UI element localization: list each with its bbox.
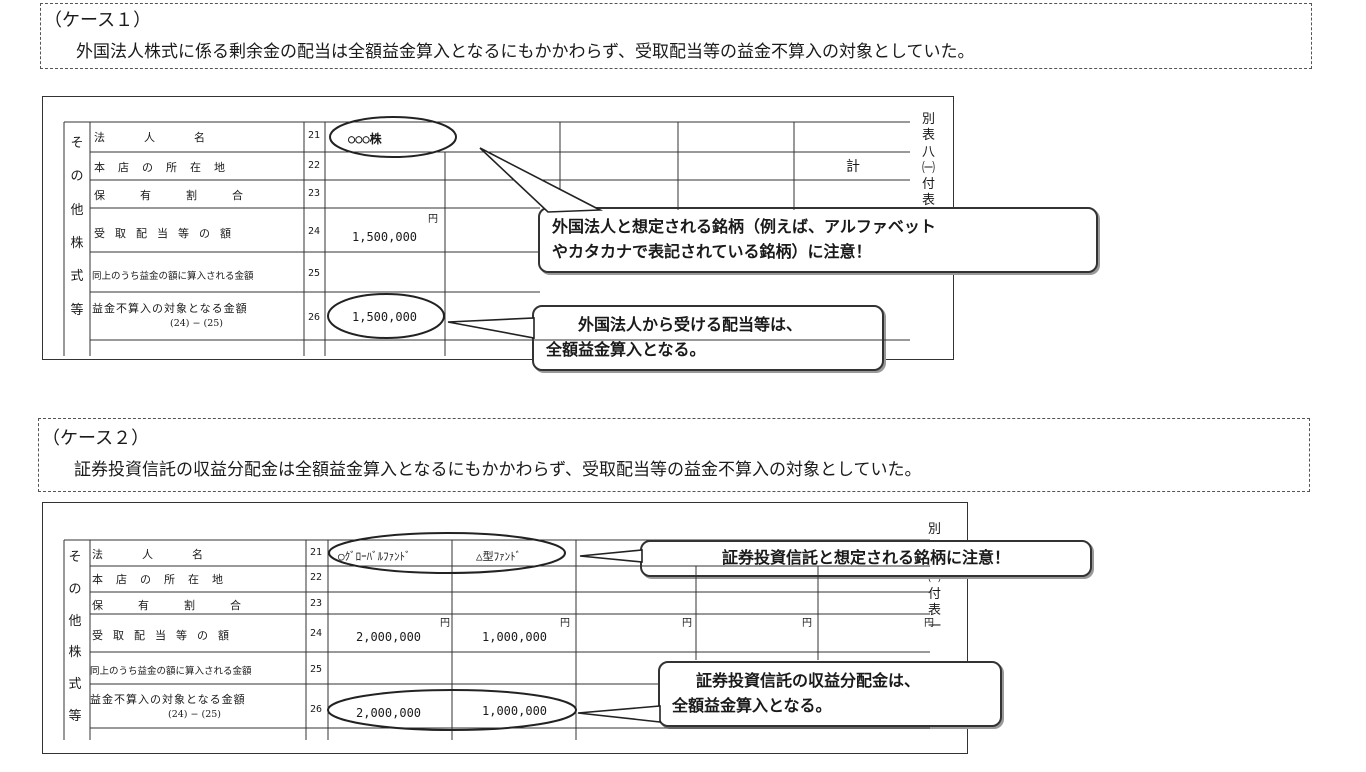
case2-row-label-25: 同上のうち益金の額に算入される金額: [90, 666, 252, 677]
case1-line-no-23: 23: [308, 188, 321, 199]
case2-exclusion1-value: 2,000,000: [356, 706, 422, 720]
case1-row-label-22: 本店の所在地: [94, 161, 238, 174]
case1-line-no-24: 24: [308, 226, 321, 237]
case2-name2-value: △型ﾌｧﾝﾄﾞ: [476, 550, 522, 563]
case2-dividend1-value: 2,000,000: [356, 630, 422, 644]
case2-exclusion2-value: 1,000,000: [482, 704, 548, 718]
case1-dividend-value: 1,500,000: [352, 230, 418, 244]
case2-line-no-25: 25: [310, 664, 323, 675]
case2-callout-full-inclusion: 証券投資信託の収益分配金は、 全額益金算入となる。: [658, 661, 1002, 727]
case1-yen-label: 円: [428, 214, 438, 225]
case1-line-no-21: 21: [308, 130, 321, 141]
case2-row-label-24: 受取配当等の額: [92, 629, 239, 642]
case1-total-label: 計: [846, 159, 860, 175]
case1-title: （ケース１）: [44, 10, 152, 31]
case2-row-label-21: 法 人 名: [92, 548, 217, 561]
case2-row-label-26: 益金不算入の対象となる金額: [90, 693, 246, 706]
case1-exclusion-value: 1,500,000: [352, 310, 418, 324]
case2-row-label-22: 本店の所在地: [92, 573, 236, 586]
case2-line-no-22: 22: [310, 572, 323, 583]
case2-line-no-24: 24: [310, 628, 323, 639]
case2-yen-3: 円: [682, 618, 692, 629]
case2-description: 証券投資信託の収益分配金は全額益金算入となるにもかかわらず、受取配当等の益金不算…: [74, 460, 922, 480]
case1-row-label-21: 法 人 名: [94, 131, 219, 144]
case2-yen-2: 円: [560, 618, 570, 629]
case2-yen-5: 円: [924, 618, 934, 629]
case1-row-label-25: 同上のうち益金の額に算入される金額: [92, 271, 254, 282]
case1-row-label-26: 益金不算入の対象となる金額: [92, 302, 248, 315]
case2-side-label: そ の 他 株 式 等: [68, 550, 82, 724]
case1-form-side-title: 別 表 八 ㈠ 付 表: [922, 112, 936, 209]
case1-line-no-22: 22: [308, 160, 321, 171]
case1-line-no-25: 25: [308, 268, 321, 279]
case1-callout-foreign-name: 外国法人と想定される銘柄（例えば、アルファベット やカタカナで表記されている銘柄…: [538, 207, 1098, 273]
case2-line-no-23: 23: [310, 598, 323, 609]
case2-row-sub-26: (24) − (25): [168, 709, 222, 720]
case1-name-value: ○○○株: [348, 132, 382, 146]
case2-yen-1: 円: [440, 618, 450, 629]
case1-side-label: そ の 他 株 式 等: [70, 136, 84, 318]
case2-line-no-26: 26: [310, 704, 323, 715]
case2-name1-value: ○ｸﾞﾛｰﾊﾞﾙﾌｧﾝﾄﾞ: [338, 550, 411, 563]
case2-yen-4: 円: [802, 618, 812, 629]
case1-description: 外国法人株式に係る剰余金の配当は全額益金算入となるにもかかわらず、受取配当等の益…: [76, 42, 975, 62]
case1-row-label-24: 受取配当等の額: [94, 227, 241, 240]
case1-row-label-23: 保 有 割 合: [94, 189, 255, 202]
case2-form-side-title: 別 ㈠ 付 表 一: [928, 522, 942, 634]
case1-line-no-26: 26: [308, 312, 321, 323]
case2-header-box: [38, 418, 1310, 492]
case2-title: （ケース２）: [42, 428, 150, 449]
case2-row-label-23: 保 有 割 合: [92, 599, 253, 612]
case1-callout-full-inclusion: 外国法人から受ける配当等は、 全額益金算入となる。: [532, 305, 884, 371]
case2-callout-fund-name: 証券投資信託と想定される銘柄に注意！: [640, 540, 1092, 577]
case2-dividend2-value: 1,000,000: [482, 630, 548, 644]
case1-row-sub-26: (24) − (25): [170, 318, 224, 329]
case1-header-box: [40, 3, 1312, 69]
case2-line-no-21: 21: [310, 547, 323, 558]
